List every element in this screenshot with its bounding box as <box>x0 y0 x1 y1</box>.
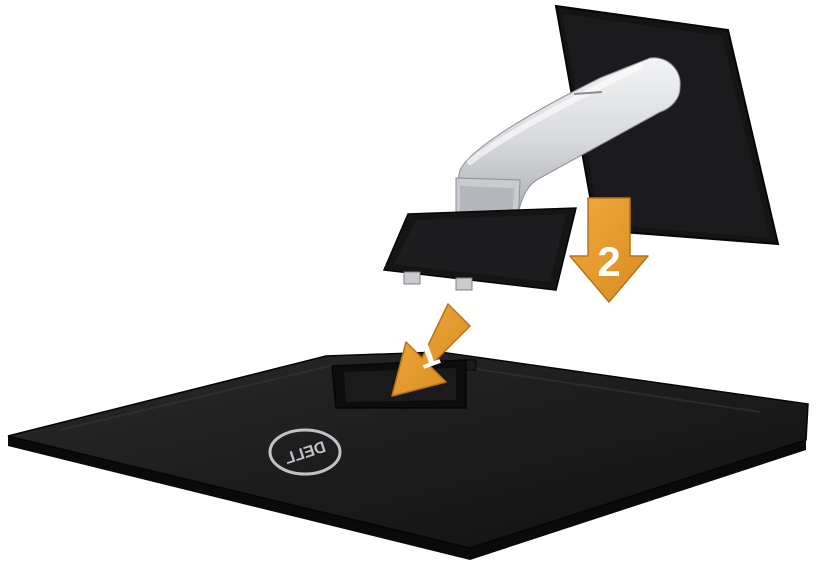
hinge-tab-right <box>456 278 472 290</box>
hinge-plate <box>384 208 576 290</box>
step-2-number: 2 <box>597 238 620 285</box>
hinge-tab-left <box>404 272 420 284</box>
